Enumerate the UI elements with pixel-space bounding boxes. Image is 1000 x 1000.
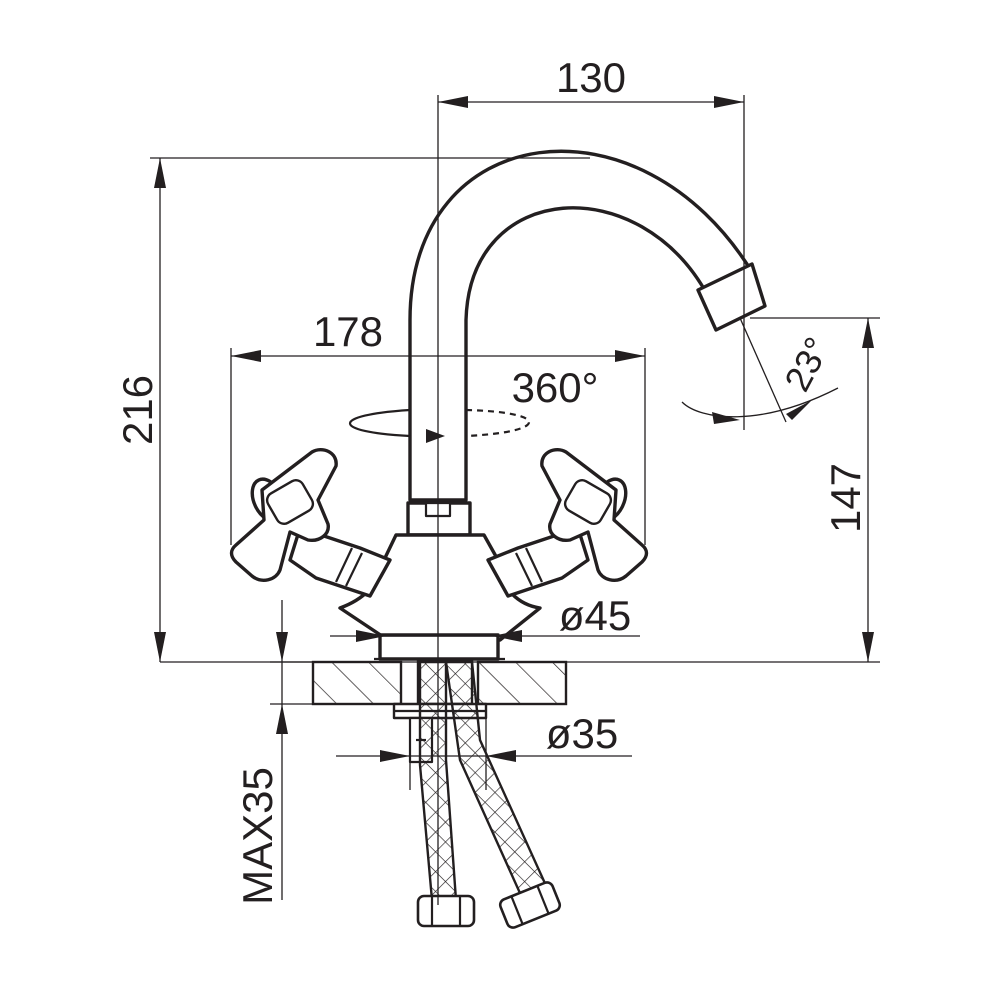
dimension-handle-span [230,348,646,545]
hose-nut-right [498,881,562,929]
faucet-body [229,149,767,929]
label-spout-reach: 130 [556,54,626,101]
aerator [696,262,767,332]
label-base-diameter: ø45 [559,592,631,639]
dimension-spout-reach [438,95,745,430]
base-plate [378,633,500,661]
dimension-shank-diameter [336,718,632,790]
left-handle [229,447,338,582]
right-handle [540,447,649,582]
label-spout-height: 147 [822,463,869,533]
dimension-tilt-angle [681,317,839,424]
sink-deck-section [311,660,568,706]
rotation-indicator [348,408,531,443]
label-handle-span: 178 [313,308,383,355]
spout [408,149,754,502]
hose-nut-left [416,894,476,928]
dimension-total-height [150,157,590,662]
label-tilt-angle: 23° [776,330,838,397]
supply-hoses [416,660,562,929]
dimension-max-thickness [270,600,316,900]
label-shank-diameter: ø35 [546,710,618,757]
label-max-thickness: MAX35 [234,767,281,905]
label-rotation: 360° [512,364,599,411]
dimension-base-diameter [330,630,640,642]
right-valve [486,526,590,598]
left-valve [288,526,392,598]
label-total-height: 216 [114,375,161,445]
